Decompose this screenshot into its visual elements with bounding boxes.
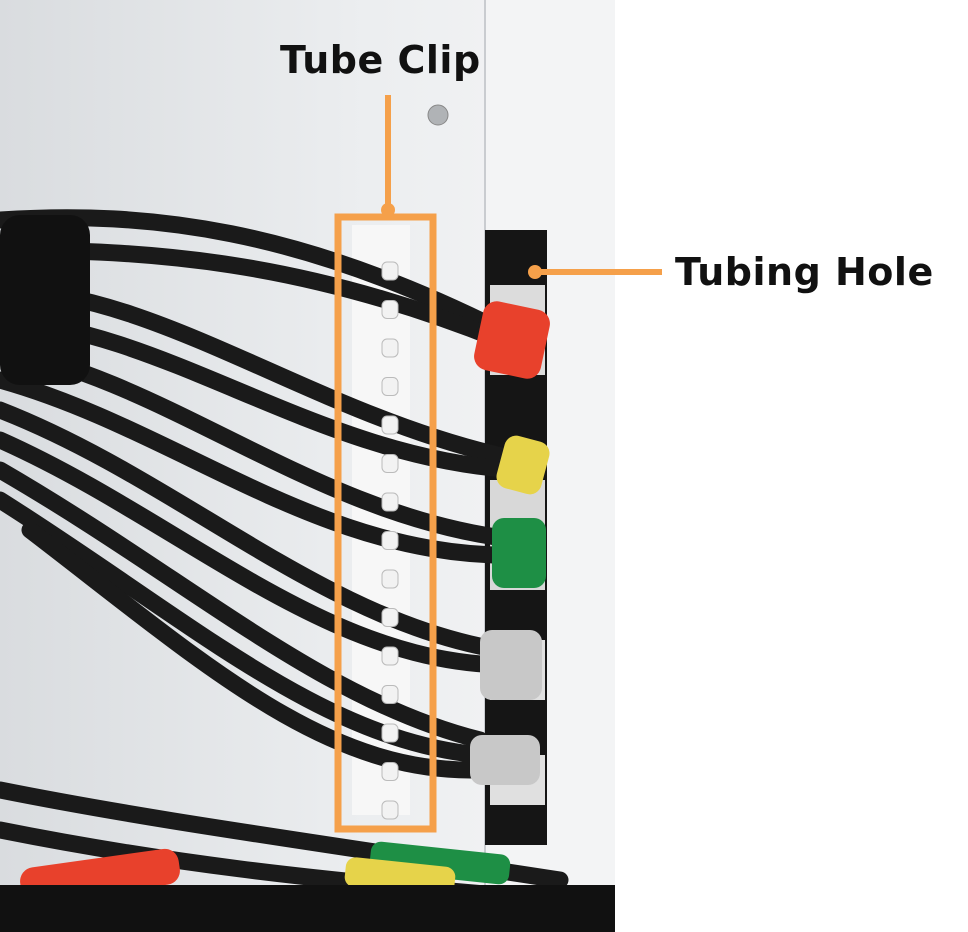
- clip-nub: [381, 800, 399, 820]
- clip-nub: [381, 569, 399, 589]
- clip-nubs: [381, 261, 399, 820]
- clip-nub: [381, 377, 399, 396]
- tube-clip-label: Tube Clip: [280, 38, 481, 82]
- tube-wrap: [0, 215, 90, 385]
- clip-nub: [381, 531, 399, 550]
- clip-nub: [381, 261, 399, 281]
- tubing-hole-leader: [615, 269, 662, 275]
- clip-nub: [381, 608, 399, 627]
- clip-nub: [381, 723, 399, 743]
- clip-nub: [381, 300, 399, 319]
- clip-nub: [381, 492, 399, 512]
- equipment-photo: [0, 0, 615, 932]
- clip-nub: [381, 685, 399, 704]
- clip-nub: [381, 338, 399, 358]
- tube-clip-callout: [334, 95, 437, 833]
- tubing-hole-callout: [528, 265, 615, 279]
- clip-nub: [381, 454, 399, 473]
- clip-nub: [381, 646, 399, 666]
- clip-nub: [381, 762, 399, 781]
- clip-nub: [381, 415, 399, 435]
- screw-icon: [427, 104, 449, 126]
- tubing-hole-label: Tubing Hole: [675, 250, 934, 294]
